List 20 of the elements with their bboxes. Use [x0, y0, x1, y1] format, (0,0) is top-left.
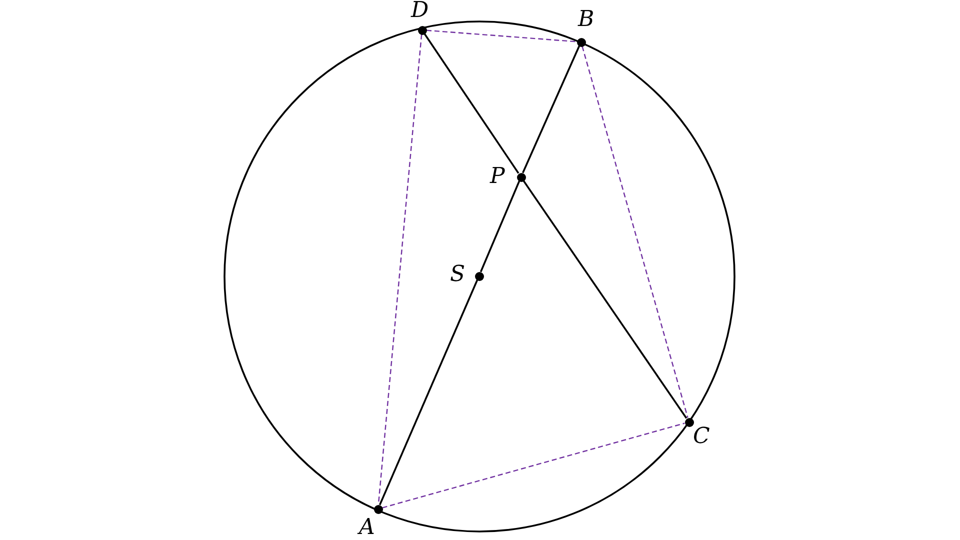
point-label: A	[359, 517, 375, 539]
point-dot	[576, 38, 586, 46]
point-label: C	[693, 426, 710, 448]
point-label: D	[411, 0, 429, 22]
dashed-line	[582, 46, 688, 418]
point-dot	[516, 172, 526, 182]
dashed-line	[382, 422, 685, 508]
point-dot	[418, 26, 426, 34]
dashed-line	[426, 30, 577, 42]
line-segment	[480, 180, 520, 272]
point-label: B	[578, 9, 594, 31]
line-segment	[522, 180, 688, 419]
point-dot	[684, 418, 694, 426]
point-label: P	[490, 166, 505, 188]
point-dot	[374, 504, 382, 514]
line-segment	[522, 46, 580, 174]
point-label: S	[450, 264, 466, 286]
line-segment	[424, 33, 520, 174]
line-segment	[378, 280, 478, 506]
point-dot	[474, 272, 484, 280]
